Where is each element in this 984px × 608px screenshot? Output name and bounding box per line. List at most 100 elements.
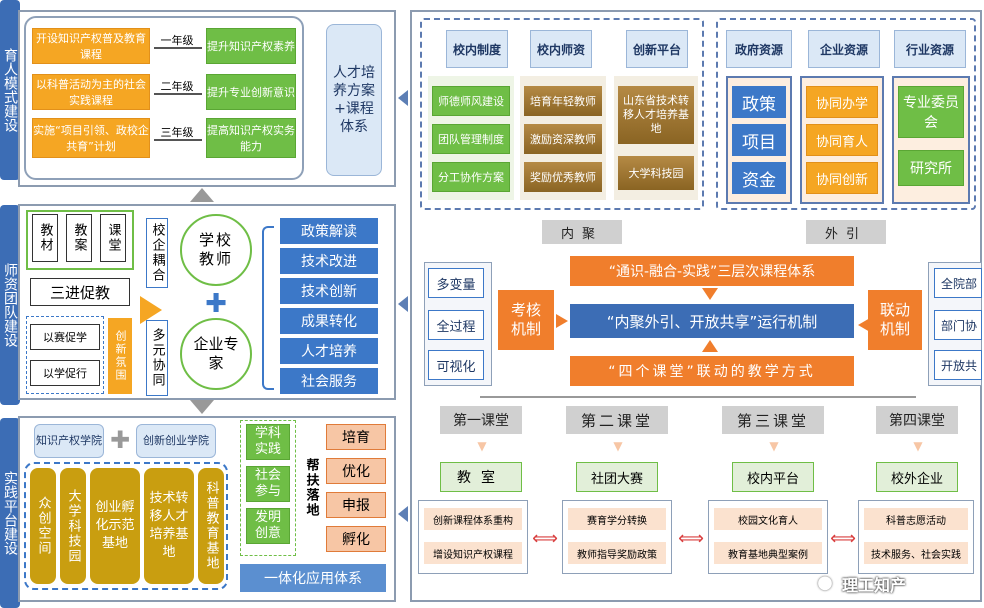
college-innovation: 创新创业学院: [136, 424, 216, 458]
gather-out: 外引: [806, 220, 886, 244]
step-3: 申报: [326, 492, 386, 518]
mechanism-bar: “内聚外引、开放共享”运行机制: [570, 304, 854, 338]
activity-2: 社会参与: [246, 466, 290, 502]
gather-in: 内聚: [542, 220, 622, 244]
grade2-label: 二年级: [160, 80, 194, 93]
inner-col3-item2: 大学科技园: [618, 156, 694, 190]
down-arrow-1: [190, 400, 214, 414]
box-textbook: 教材: [32, 214, 58, 262]
link-item-2: 部门协: [934, 310, 982, 340]
classroom-4: 第四课堂: [876, 406, 958, 434]
assess-item-1: 多变量: [428, 268, 484, 298]
venue2-item2: 教师指导奖励政策: [568, 542, 666, 564]
assess-label: 考核机制: [498, 290, 554, 350]
activities-panel: [240, 420, 296, 556]
down-arrow-2: [702, 288, 718, 300]
outcome-2: 技术改进: [280, 248, 378, 274]
classroom-1: 第一课堂: [440, 406, 522, 434]
classroom-line: [480, 396, 916, 398]
course-system-bar: “通识-融合-实践”三层次课程体系: [570, 256, 854, 286]
double-arrow-1: ⟺: [532, 527, 558, 549]
assess-arrow: [556, 314, 568, 328]
side-tab-teachers: 师资团队建设: [0, 205, 20, 405]
inner-col2-item1: 培育年轻教师: [524, 86, 602, 116]
assess-item-3: 可视化: [428, 350, 484, 380]
enterprise-expert-circle: 企业专家: [180, 318, 252, 390]
up-arrow-2: [702, 340, 718, 352]
side-tab-platform: 实践平台建设: [0, 418, 20, 608]
wechat-icon: ●: [817, 571, 833, 593]
three-boxes-panel: [26, 210, 134, 270]
outer-header-1: 政府资源: [726, 30, 792, 68]
venue4-item1: 科普志愿活动: [864, 508, 968, 530]
venue4-panel: [858, 500, 974, 574]
venue-2: 社团大赛: [576, 462, 658, 492]
grade1-goal: 提升知识产权素养: [206, 28, 296, 64]
plus-icon: ✚: [205, 289, 227, 319]
outcome-bracket: [262, 226, 274, 390]
venue4-item2: 技术服务、社会实践: [864, 542, 968, 564]
venue-1: 教室: [440, 462, 522, 492]
grade3-arrow: [154, 139, 202, 141]
promote-item-2: 以学促行: [30, 360, 100, 386]
inner-col3-item1: 山东省技术转移人才培养基地: [618, 86, 694, 144]
inner-col1-item2: 团队管理制度: [432, 124, 510, 154]
activity-1: 学科实践: [246, 424, 290, 460]
ind-item-2: 研究所: [898, 150, 964, 186]
grade1-arrow: [154, 47, 202, 49]
grade3-label: 三年级: [160, 126, 194, 139]
link-arrow-mid: [398, 296, 408, 312]
down-arrow-c4: ▼: [913, 439, 923, 453]
inner-col2-item2: 激励资深教师: [524, 124, 602, 154]
outcome-4: 成果转化: [280, 308, 378, 334]
outer-header-3: 行业资源: [894, 30, 966, 68]
platform-3: 创业孵化示范基地: [90, 468, 140, 584]
double-arrow-2: ⟺: [678, 527, 704, 549]
grade2-arrow: [154, 93, 202, 95]
platform-1: 众创空间: [30, 468, 56, 584]
link-item-3: 开放共: [934, 350, 982, 380]
box-classroom: 课堂: [100, 214, 126, 262]
venue2-item1: 赛育学分转换: [568, 508, 666, 530]
promote-items-panel: [26, 316, 104, 394]
link-arrow-top: [398, 90, 408, 106]
ent-item-3: 协同创新: [806, 162, 878, 194]
integrated-system: 一体化应用体系: [240, 564, 386, 592]
grade2-goal: 提升专业创新意识: [206, 74, 296, 110]
gov-item-3: 资金: [732, 162, 786, 194]
inner-col1-item1: 师德师风建设: [432, 86, 510, 116]
venue3-item2: 教育基地典型案例: [714, 542, 822, 564]
college-ip: 知识产权学院: [34, 424, 104, 458]
activity-3: 发明创意: [246, 508, 290, 544]
down-arrow-c1: ▼: [477, 439, 487, 453]
platform-2: 大学科技园: [60, 468, 86, 584]
atmosphere-label: 创新氛围: [108, 318, 132, 394]
down-arrow-c2: ▼: [613, 439, 623, 453]
venue-3: 校内平台: [732, 462, 814, 492]
inner-header-1: 校内制度: [446, 30, 508, 68]
grade1-course: 开设知识产权普及教育课程: [32, 28, 150, 64]
assess-item-2: 全过程: [428, 310, 484, 340]
grade1-label: 一年级: [160, 34, 194, 47]
teaching-bar: “四个课堂”联动的教学方式: [570, 356, 854, 386]
link-label: 联动机制: [868, 290, 922, 350]
side-tab-education: 育人模式建设: [0, 0, 20, 180]
grade3-goal: 提高知识产权实务能力: [206, 118, 296, 158]
grade2-course: 以科普活动为主的社会实践课程: [32, 74, 150, 110]
classroom-2: 第二课堂: [566, 406, 668, 434]
venue2-panel: [562, 500, 672, 574]
coop-1: 校企耦合: [146, 218, 168, 288]
outcome-5: 人才培养: [280, 338, 378, 364]
plus-icon-2: ✚: [109, 426, 131, 454]
outcome-3: 技术创新: [280, 278, 378, 304]
support-label: 帮扶落地: [303, 458, 319, 518]
venue1-item1: 创新课程体系重构: [424, 508, 522, 530]
promote-teaching: 三进促教: [30, 278, 130, 306]
inner-header-2: 校内师资: [530, 30, 592, 68]
platform-5: 科普教育基地: [198, 468, 224, 584]
down-arrow-c3: ▼: [769, 439, 779, 453]
venue1-item2: 增设知识产权课程: [424, 542, 522, 564]
ent-item-2: 协同育人: [806, 124, 878, 156]
platform-4: 技术转移人才培养基地: [144, 468, 194, 584]
classroom-3: 第三课堂: [722, 406, 824, 434]
